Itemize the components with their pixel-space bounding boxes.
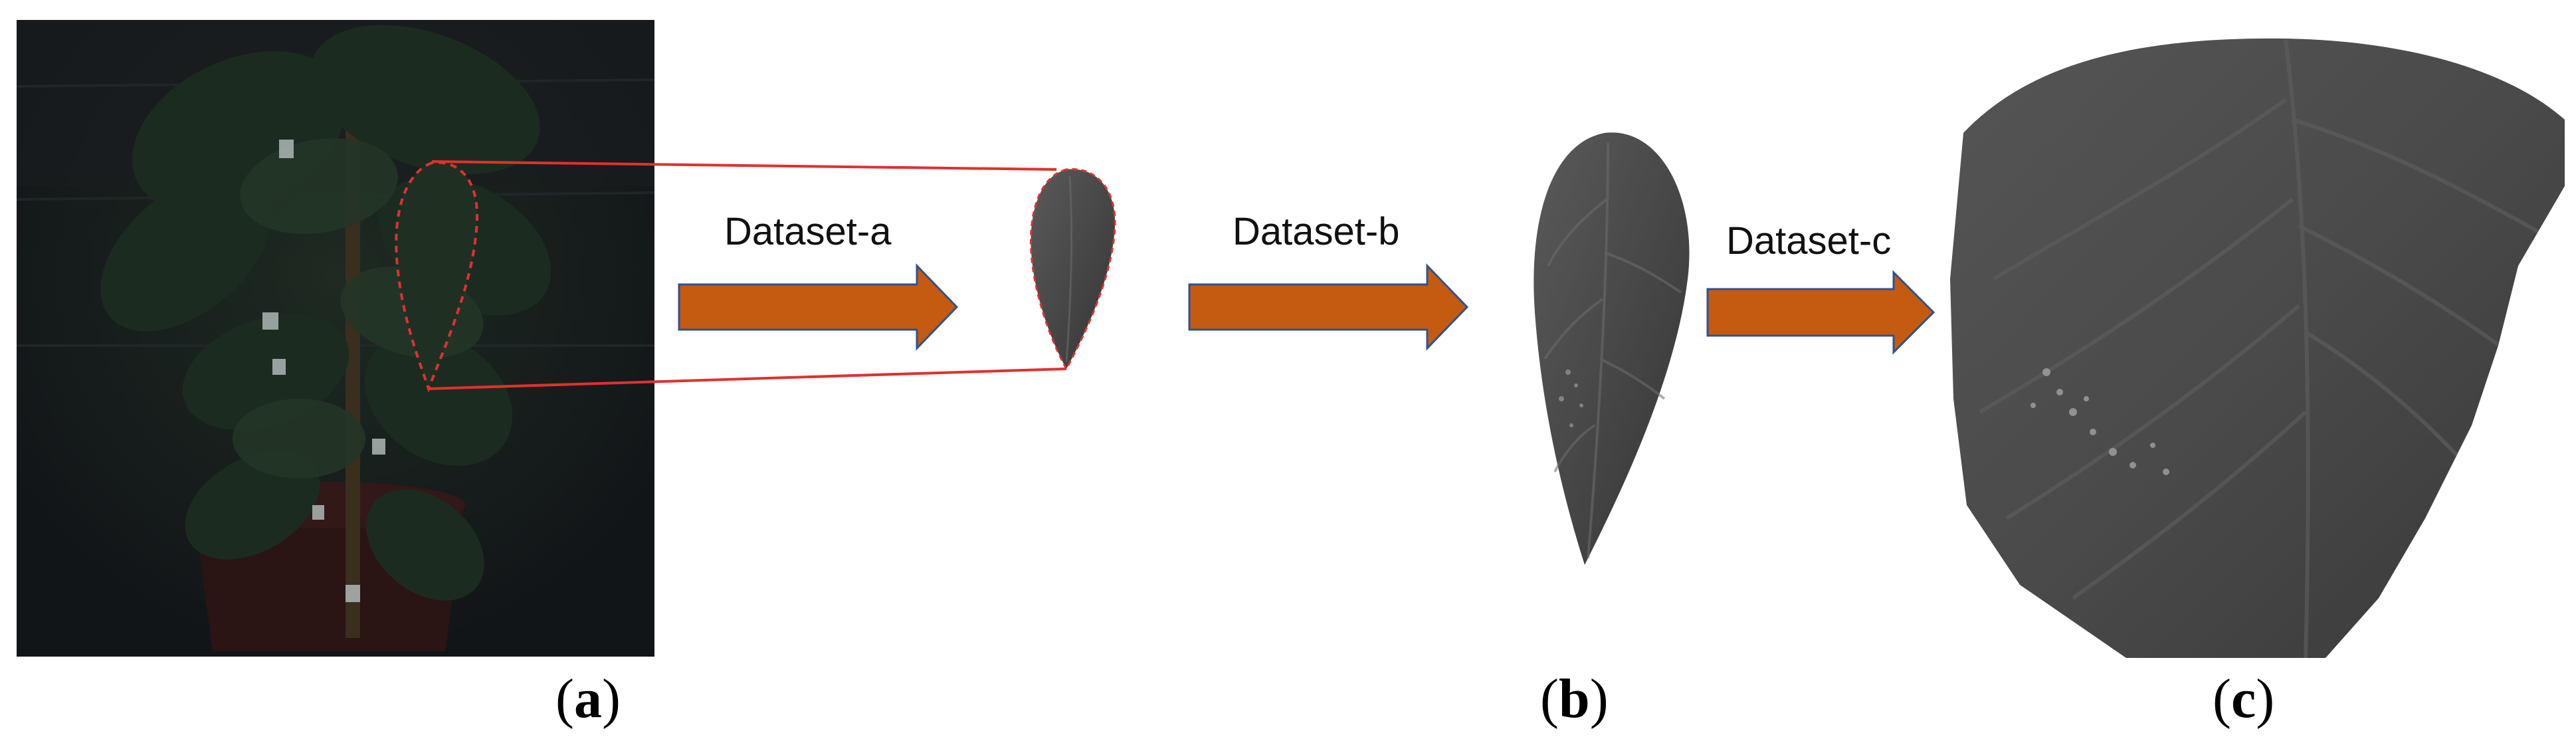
caption-b: (b) (1540, 668, 1609, 730)
arrow-dataset-b (1188, 263, 1469, 351)
leaf-medium (1534, 132, 1690, 565)
plant-photo (16, 20, 655, 657)
label-dataset-b: Dataset-b (1233, 210, 1399, 253)
arrow-dataset-a (678, 263, 959, 351)
leaf-small-veins (1065, 175, 1072, 363)
caption-a: (a) (555, 668, 621, 730)
caption-c-letter: c (2230, 668, 2256, 730)
label-dataset-a: Dataset-a (724, 210, 892, 253)
zoom-lines (428, 160, 1067, 390)
leaf-closeup (1950, 38, 2565, 659)
caption-b-letter: b (1558, 668, 1590, 730)
label-dataset-c: Dataset-c (1726, 219, 1891, 263)
arrow-dataset-c (1706, 270, 1935, 355)
caption-c: (c) (2213, 668, 2275, 730)
caption-a-letter: a (573, 668, 602, 730)
leaf-small (1029, 168, 1116, 372)
